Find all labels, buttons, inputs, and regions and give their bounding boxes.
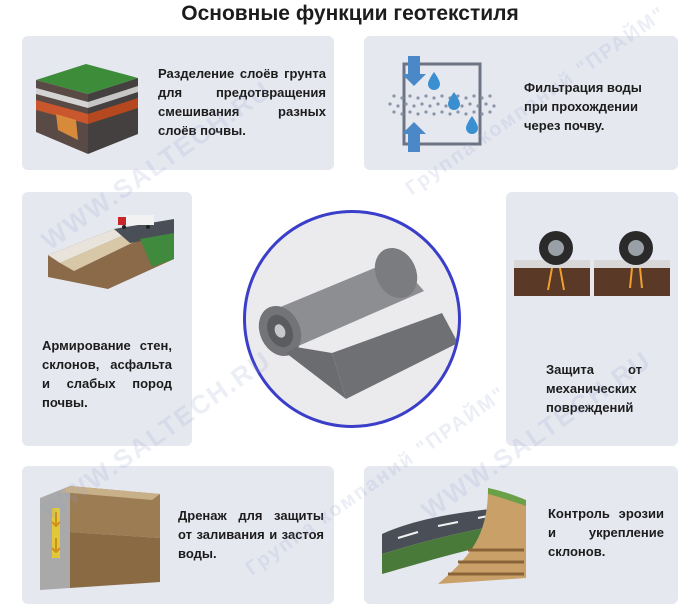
text-line: склонов.	[548, 544, 606, 559]
text-line: от заливания и застоя	[178, 527, 324, 542]
text-line: повреждений	[546, 400, 634, 415]
slope-road-icon	[382, 488, 526, 584]
tire-pressure-icon	[514, 231, 670, 296]
page-title: Основные функции геотекстиля	[181, 2, 519, 25]
text-line: Контроль эрозии	[548, 506, 664, 521]
soil-layers-icon	[36, 64, 138, 154]
text-line: и слабых пород	[42, 376, 172, 391]
text-line: воды.	[178, 546, 217, 561]
card-text-protection: Защита от механических повреждений	[546, 360, 642, 417]
text-line: Армирование стен,	[42, 338, 172, 353]
text-line: Фильтрация воды	[524, 80, 642, 95]
text-line: склонов, асфальта	[42, 357, 172, 372]
card-protection	[506, 192, 678, 446]
geotextile-roll-circle	[243, 210, 461, 428]
text-line: при прохождении	[524, 99, 639, 114]
card-text-filtration: Фильтрация воды при прохождении через по…	[524, 78, 674, 135]
filtration-icon	[388, 56, 496, 152]
text-line: механических	[546, 381, 637, 396]
text-line: Разделение слоёв грунта	[158, 66, 326, 81]
card-text-drainage: Дренаж для защиты от заливания и застоя …	[178, 506, 324, 563]
geotextile-roll-icon	[258, 247, 458, 399]
text-line: через почву.	[524, 118, 605, 133]
card-text-reinforcement: Армирование стен, склонов, асфальта и сл…	[42, 336, 172, 412]
drainage-wall-icon	[40, 486, 160, 590]
card-text-separation: Разделение слоёв грунта для предотвращен…	[158, 64, 326, 140]
text-line: смешивания разных	[158, 104, 326, 119]
card-text-erosion: Контроль эрозии и укрепление склонов.	[548, 504, 664, 561]
text-line: для предотвращения	[158, 85, 326, 100]
text-line: Защита от	[546, 362, 642, 377]
text-line: почвы.	[42, 395, 88, 410]
text-line: и укрепление	[548, 525, 664, 540]
road-cross-section-icon	[48, 215, 174, 289]
text-line: Дренаж для защиты	[178, 508, 324, 523]
text-line: слоёв почвы.	[158, 123, 246, 138]
